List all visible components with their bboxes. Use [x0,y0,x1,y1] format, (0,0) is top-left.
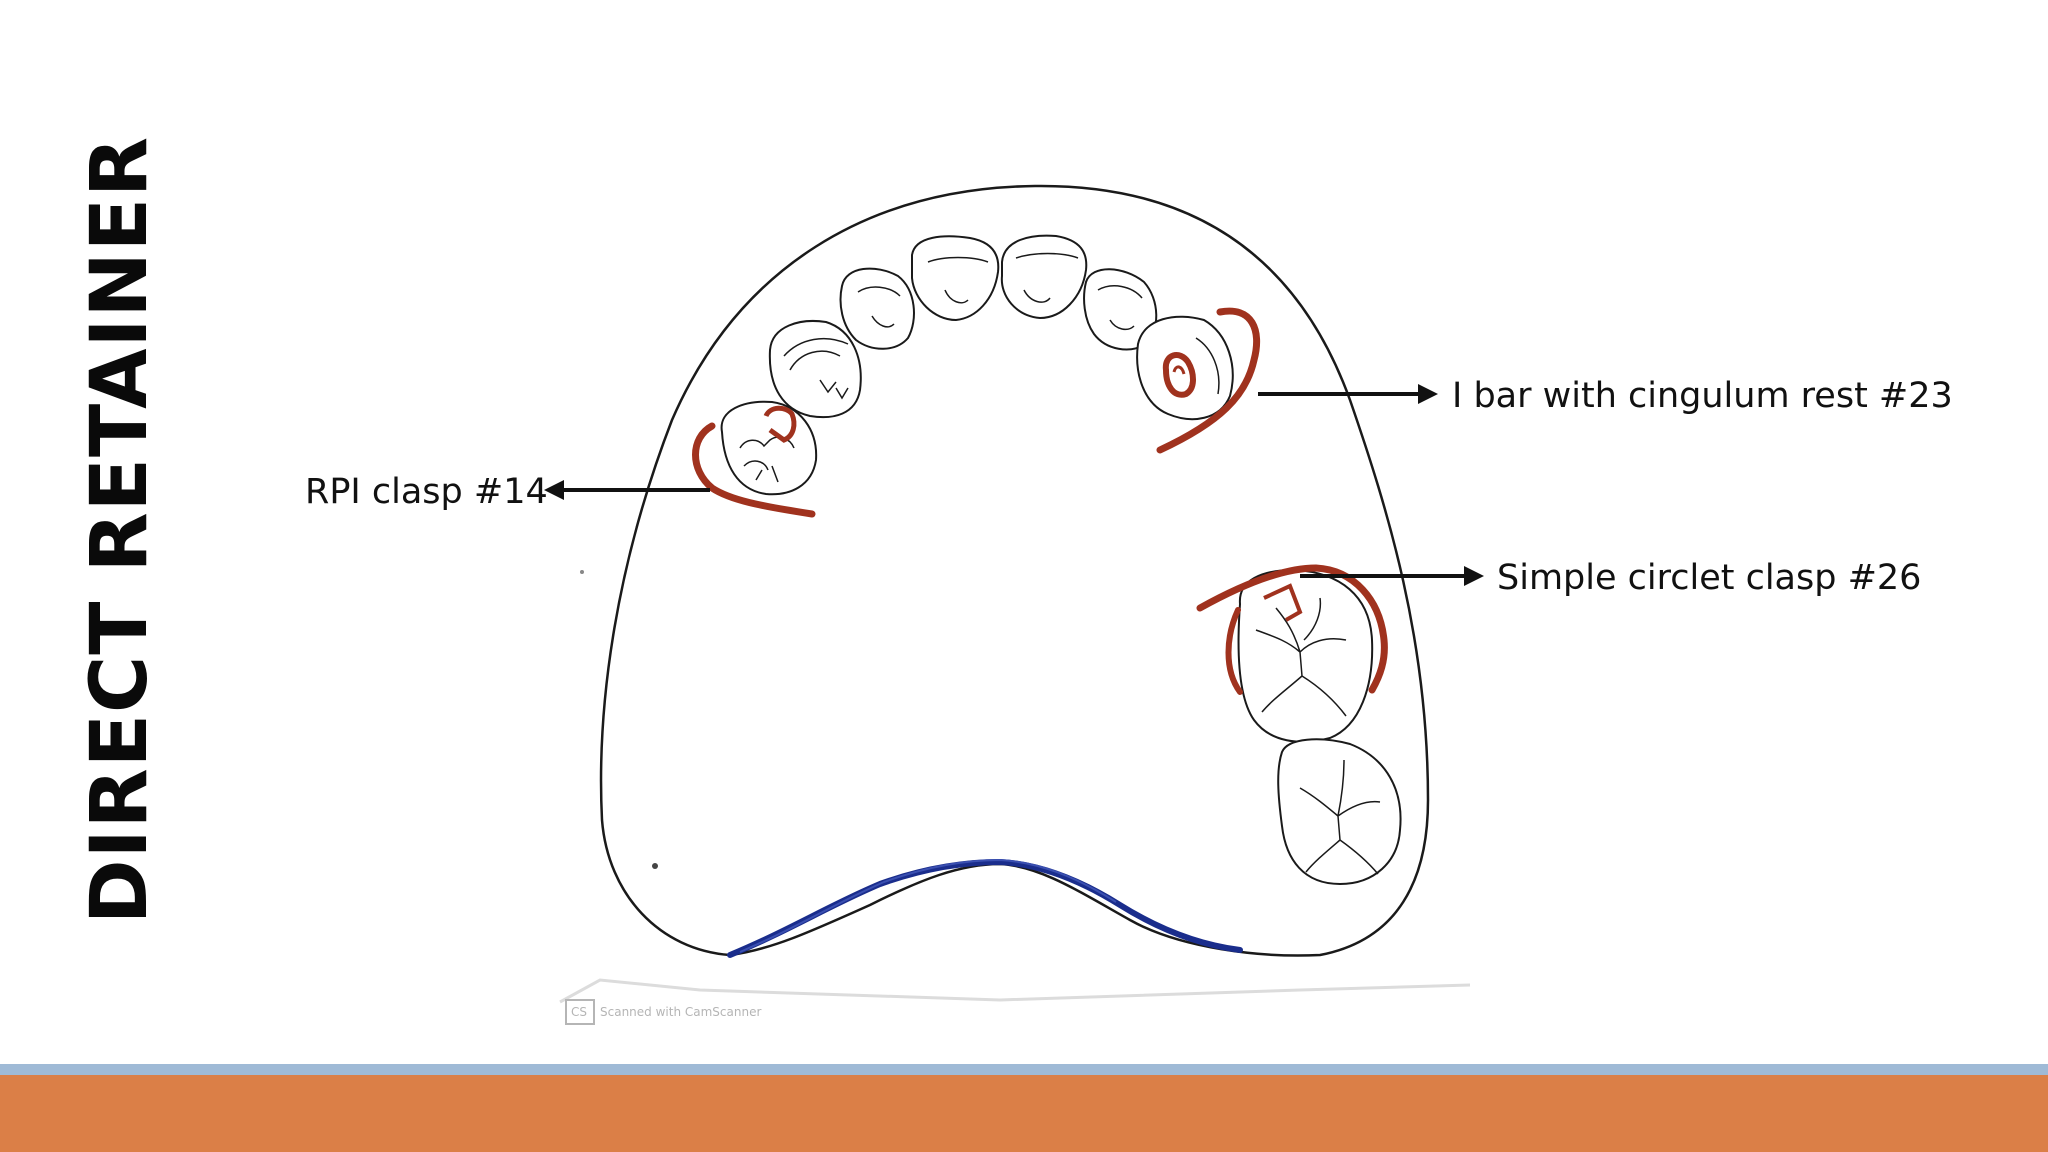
rpi-clasp-arc [692,422,816,518]
rest-14 [763,405,797,443]
cingulum-rest-23-inner [1172,365,1186,375]
footer-stripe [0,1064,2048,1075]
palate-line-shadow [739,858,1117,953]
tooth-lateral-incisor-left [839,267,915,350]
scan-dot [652,863,658,869]
rest-26 [1263,583,1303,622]
tooth-lateral-incisor-right-detail [1097,285,1143,331]
circlet-clasp-buccal-arm [1225,607,1243,695]
tooth-canine-right [1136,315,1234,421]
tooth-central-incisor-left-detail [927,256,989,304]
i-bar-label: I bar with cingulum rest #23 [1452,376,1953,416]
tooth-lateral-incisor-left-detail [857,286,901,328]
watermark-text: Scanned with CamScanner [600,1005,761,1019]
tooth-premolar-14-detail [739,436,795,483]
tooth-canine-right-detail [1195,337,1220,395]
rpi-clasp-label: RPI clasp #14 [305,472,548,512]
palate-line [727,858,1243,958]
tooth-central-incisor-right [1000,234,1088,320]
circlet-clasp-label: Simple circlet clasp #26 [1497,558,1921,598]
watermark-badge-box [565,999,595,1025]
tooth-central-incisor-left [911,235,1000,322]
tooth-molar-27-fissures [1299,759,1381,875]
i-bar-arc [1156,307,1261,454]
footer-bar [0,1075,2048,1152]
tooth-central-incisor-right-detail [1015,252,1079,303]
tooth-molar-26 [1237,568,1374,743]
tooth-canine-left-detail [783,337,849,400]
scan-dot [580,570,584,574]
watermark-badge: CS [571,1005,587,1019]
tooth-molar-26-fissures [1255,597,1347,717]
paper-edge [559,978,1471,1004]
tooth-canine-left [768,320,862,419]
cingulum-rest-23 [1162,352,1196,398]
